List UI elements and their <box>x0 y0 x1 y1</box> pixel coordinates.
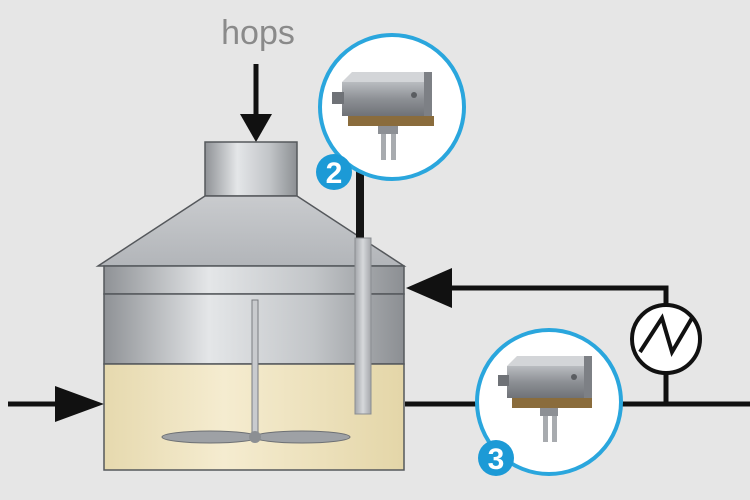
sensor-2-badge <box>316 154 352 190</box>
brew-kettle <box>95 141 407 471</box>
return-arrow-icon <box>406 268 452 308</box>
kettle-shoulder-ring <box>103 265 405 295</box>
level-sensor-icon <box>498 356 592 442</box>
sensor-2-number: 2 <box>326 157 343 190</box>
hops-inlet-neck <box>204 141 298 197</box>
sensor-callout-2: 2 <box>316 33 466 190</box>
agitator-blade-right <box>253 430 351 444</box>
level-sensor-icon <box>332 72 434 160</box>
heat-exchanger-icon <box>630 303 702 375</box>
hops-label: hops <box>221 14 295 52</box>
hops-arrow-icon <box>240 114 272 142</box>
sensor-2-probe <box>354 237 372 415</box>
inlet-arrow-icon <box>55 386 104 422</box>
agitator-blade-left <box>161 430 259 444</box>
sensor-2-cable <box>356 168 364 240</box>
sensor-3-badge <box>478 440 514 476</box>
agitator-hub <box>249 431 261 443</box>
agitator-shaft <box>251 299 259 441</box>
sensor-callout-3: 3 <box>475 328 623 476</box>
sensor-3-number: 3 <box>488 443 505 476</box>
